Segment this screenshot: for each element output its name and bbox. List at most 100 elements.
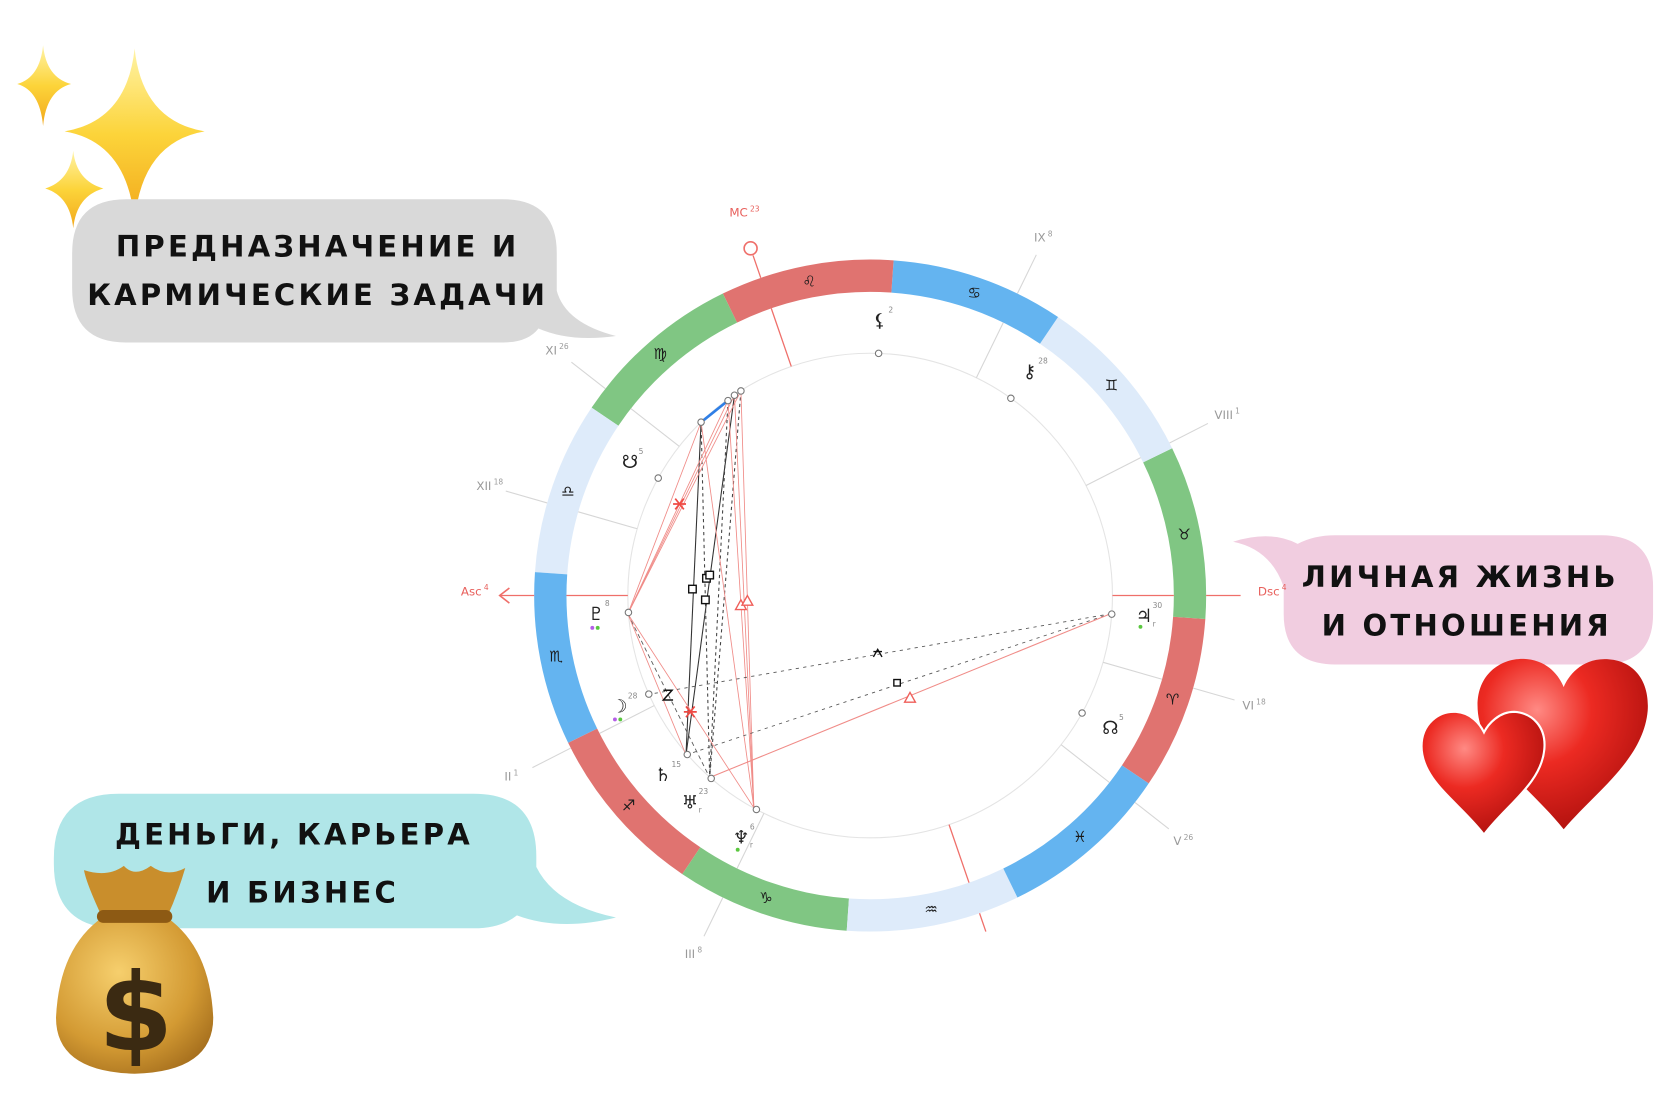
house-number: XI (545, 344, 557, 358)
virgo-icon: ♍ (654, 345, 668, 363)
gemini-icon: ♊ (1105, 377, 1119, 395)
uranus-icon: ♅ (682, 792, 698, 813)
aquarius-icon: ♒ (924, 901, 938, 919)
libra-icon: ♎ (561, 482, 575, 500)
sign-segment-gemini (1039, 316, 1173, 463)
planet-position-dot (683, 750, 692, 759)
planet-degree: 15 (672, 760, 682, 769)
aspect-line (627, 390, 742, 615)
quincunx-aspect-icon (872, 647, 883, 658)
planet-degree: 28 (1038, 356, 1048, 365)
money-bag-tie (96, 910, 173, 923)
square-aspect-icon (893, 678, 902, 687)
planet-degree: 23 (699, 787, 709, 796)
south-node-icon: ☋ (622, 452, 638, 473)
dollar-sign: $ (98, 951, 173, 1076)
house-number: III (685, 947, 695, 961)
sextile-aspect-icon (683, 705, 697, 718)
heart-large (1477, 658, 1648, 830)
planet-position-dot (707, 774, 715, 783)
capricorn-icon: ♑ (759, 889, 773, 907)
aspect-line (709, 400, 729, 778)
house-degree: 1 (1235, 407, 1240, 416)
aspect-line (700, 422, 755, 808)
square-aspect-icon (687, 584, 697, 594)
jupiter-icon: ♃ (1136, 606, 1152, 627)
house-cusp-line-outer (571, 361, 606, 390)
house-cusp-line-outer (1192, 687, 1235, 701)
planet-position-dot (752, 805, 761, 814)
saturn-icon: ♄ (655, 765, 671, 786)
retrograde-marker: r (1153, 619, 1157, 628)
heart-small (1420, 710, 1546, 837)
planet-position-dot (654, 474, 662, 482)
sextile-aspect-icon (673, 498, 686, 510)
aspect-line (709, 390, 742, 778)
retrograde-marker: r (699, 805, 703, 814)
house-degree: 8 (697, 946, 702, 955)
sparkles-icon (17, 45, 205, 229)
house-degree: 26 (559, 342, 569, 351)
purpose-bubble: ПРЕДНАЗНАЧЕНИЕ И КАРМИЧЕСКИЕ ЗАДАЧИ (72, 199, 616, 343)
dignity-dot (590, 625, 595, 630)
sparkle-small-top (17, 45, 72, 126)
retrograde-marker: r (750, 841, 754, 850)
planet-degree: 28 (628, 692, 638, 701)
sign-segment-virgo (591, 293, 738, 426)
pisces-icon: ♓ (1073, 828, 1087, 846)
angle-degree: 4 (1282, 583, 1287, 592)
planet-position-dot (697, 418, 705, 426)
house-cusp-line (975, 322, 1004, 378)
dignity-dot (595, 625, 600, 630)
house-cusp-line-outer (703, 897, 724, 937)
house-cusp-line (736, 813, 765, 869)
planet-degree: 6 (750, 822, 755, 831)
two-hearts-icon (1420, 658, 1648, 837)
aspect-line (647, 613, 1111, 696)
angle-name: MC (729, 206, 747, 220)
sparkle-large (64, 48, 205, 221)
pluto-icon: ♇ (588, 604, 604, 625)
money-bubble: ДЕНЬГИ, КАРЬЕРА И БИЗНЕС (53, 793, 617, 929)
love-bubble-shape (1233, 535, 1654, 665)
angle-line-mc (770, 308, 792, 367)
dignity-dot (612, 717, 617, 722)
sign-segment-libra (534, 407, 619, 575)
square-aspect-icon (705, 570, 715, 580)
house-number: V (1173, 834, 1181, 848)
money-line-2: И БИЗНЕС (206, 875, 399, 909)
house-number: II (504, 770, 511, 784)
house-cusp-line (630, 408, 680, 447)
sign-segment-aquarius (846, 868, 1018, 932)
house-degree: 18 (494, 478, 504, 487)
planet-position-dot (1107, 610, 1116, 618)
dignity-dot (618, 717, 623, 722)
cancer-icon: ♋ (968, 284, 982, 302)
lilith-icon: ⚸ (873, 311, 886, 332)
dignity-dot (1138, 624, 1143, 629)
planet-position-dot (645, 690, 653, 698)
angle-line-ic (948, 824, 970, 883)
house-degree: 26 (1184, 833, 1194, 842)
angle-name: Asc (461, 585, 482, 599)
aries-icon: ♈ (1166, 691, 1180, 709)
sign-segment-cancer (891, 260, 1059, 344)
planet-position-dot (624, 608, 633, 617)
sign-segment-capricorn (682, 847, 849, 931)
house-cusp-line (578, 511, 638, 530)
love-line-2: И ОТНОШЕНИЯ (1322, 608, 1612, 642)
house-cusp-line (599, 705, 655, 734)
dignity-dot (735, 847, 740, 852)
purpose-line-2: КАРМИЧЕСКИЕ ЗАДАЧИ (87, 278, 548, 312)
planet-degree: 5 (1119, 713, 1124, 722)
money-bag-icon: $ (56, 865, 214, 1076)
house-cusp-line (1102, 661, 1163, 680)
